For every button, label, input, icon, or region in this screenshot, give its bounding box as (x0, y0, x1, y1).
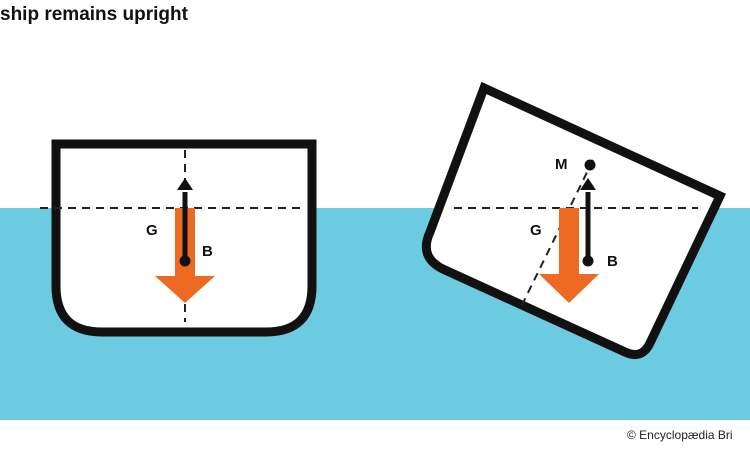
heeled-point-b (582, 255, 594, 267)
upright-label-g: G (146, 222, 158, 239)
heeled-weight-arrowhead (539, 274, 599, 303)
heeled-point-m (584, 159, 596, 171)
upright-label-b: B (202, 243, 213, 260)
upright-weight-arrowhead (155, 276, 215, 303)
heeled-buoyancy-arrowhead (580, 178, 596, 190)
heeled-label-m: M (555, 156, 568, 173)
copyright-credit: © Encyclopædia Bri (627, 428, 733, 442)
heeled-label-b: B (607, 253, 618, 270)
heeled-weight-arrow-shaft (559, 208, 579, 274)
heeled-ship: M G B (421, 81, 727, 359)
upright-buoyancy-arrowhead (177, 178, 193, 190)
heeled-label-g: G (530, 222, 542, 239)
diagram-title: ship remains upright (0, 4, 188, 25)
upright-ship: G B (40, 139, 317, 337)
upright-point-b (179, 255, 191, 267)
